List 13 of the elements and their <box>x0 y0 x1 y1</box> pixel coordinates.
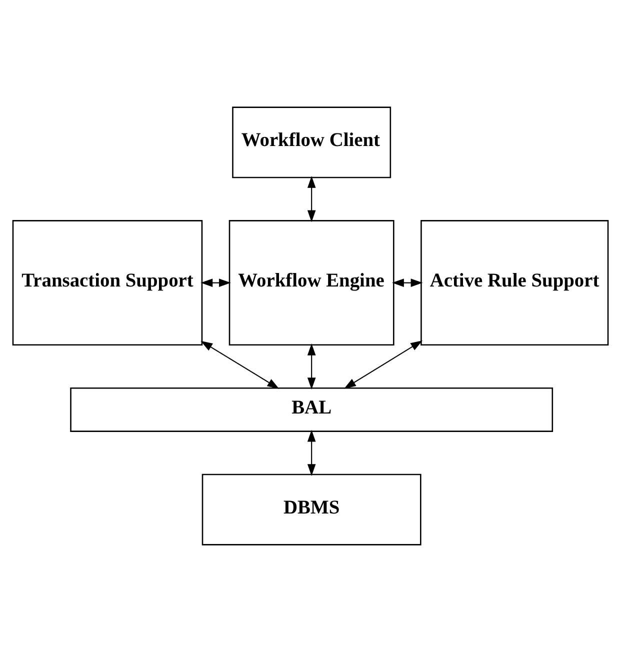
arrow <box>307 343 316 389</box>
node-box: Workflow Client <box>232 106 392 178</box>
node-box: BAL <box>70 386 554 432</box>
node-box: Transaction Support <box>12 220 203 346</box>
arrow <box>200 278 231 286</box>
node-box: Active Rule Support <box>420 220 609 346</box>
node-box: Workflow Engine <box>228 220 394 346</box>
arrow <box>344 340 422 388</box>
arrow <box>307 176 316 222</box>
node-box: DBMS <box>202 473 422 545</box>
arrow <box>200 340 280 388</box>
arrow <box>392 278 423 286</box>
arrow <box>307 429 316 476</box>
